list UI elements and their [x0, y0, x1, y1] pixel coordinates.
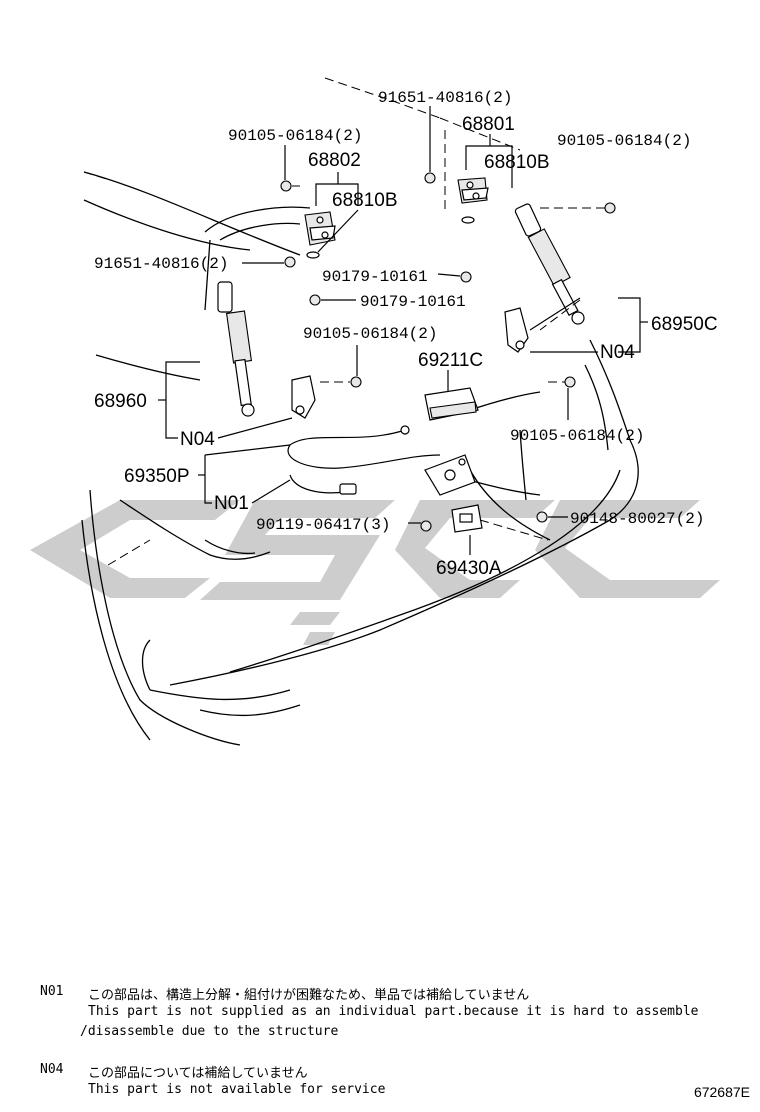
strut-bracket-right [504, 307, 529, 353]
note-n01-en-line1: This part is not supplied as an individu… [88, 1004, 699, 1019]
label-68950C: 68950C [651, 314, 718, 335]
label-90119: 90119-06417(3) [256, 516, 390, 534]
label-90179-b: 90179-10161 [360, 293, 466, 311]
lock-cable-69350P [287, 425, 441, 495]
label-n01: N01 [214, 493, 249, 514]
label-90148: 90148-80027(2) [570, 510, 704, 528]
note-n01-jp: この部品は、構造上分解・組付けが困難なため、単品では補給していません [88, 988, 530, 1003]
label-91651-top: 91651-40816(2) [378, 89, 512, 107]
label-90105-topleft: 90105-06184(2) [228, 127, 362, 145]
label-90105-topright: 90105-06184(2) [557, 132, 691, 150]
gas-strut-right [514, 203, 585, 325]
label-69350P: 69350P [124, 466, 190, 487]
strut-bracket-left [291, 375, 316, 419]
note-n04-code: N04 [40, 1062, 64, 1077]
reference-code: 672687E [693, 1084, 750, 1100]
note-n01-en-line2: /disassemble due to the structure [80, 1024, 339, 1039]
hinge-left-68802 [304, 211, 336, 246]
label-91651-left: 91651-40816(2) [94, 255, 228, 273]
note-n04-en: This part is not available for service [88, 1082, 386, 1097]
label-69211C: 69211C [418, 350, 483, 371]
label-68810B-left: 68810B [332, 190, 398, 211]
handle-69211C [424, 387, 479, 421]
label-n04-left: N04 [180, 429, 215, 450]
label-68810B-right: 68810B [484, 152, 550, 173]
vehicle-body-outline [81, 77, 639, 746]
label-n04-right: N04 [600, 342, 635, 363]
lock-assembly [424, 454, 476, 496]
leader-lines [158, 106, 648, 555]
part-labels: 91651-40816(2) 68801 90105-06184(2) 9010… [94, 89, 718, 579]
label-90179-a: 90179-10161 [322, 268, 428, 286]
label-90105-mid: 90105-06184(2) [303, 325, 437, 343]
note-n04-jp: この部品については補給していません [88, 1066, 308, 1081]
label-68801: 68801 [462, 114, 515, 135]
note-n01-code: N01 [40, 984, 64, 999]
label-68960: 68960 [94, 391, 147, 412]
striker-69430A [451, 504, 483, 533]
label-90105-lowright: 90105-06184(2) [510, 427, 644, 445]
hinge-right-68801 [457, 177, 489, 204]
label-69430A: 69430A [436, 558, 502, 579]
gas-strut-left [217, 281, 255, 417]
label-68802: 68802 [308, 150, 361, 171]
